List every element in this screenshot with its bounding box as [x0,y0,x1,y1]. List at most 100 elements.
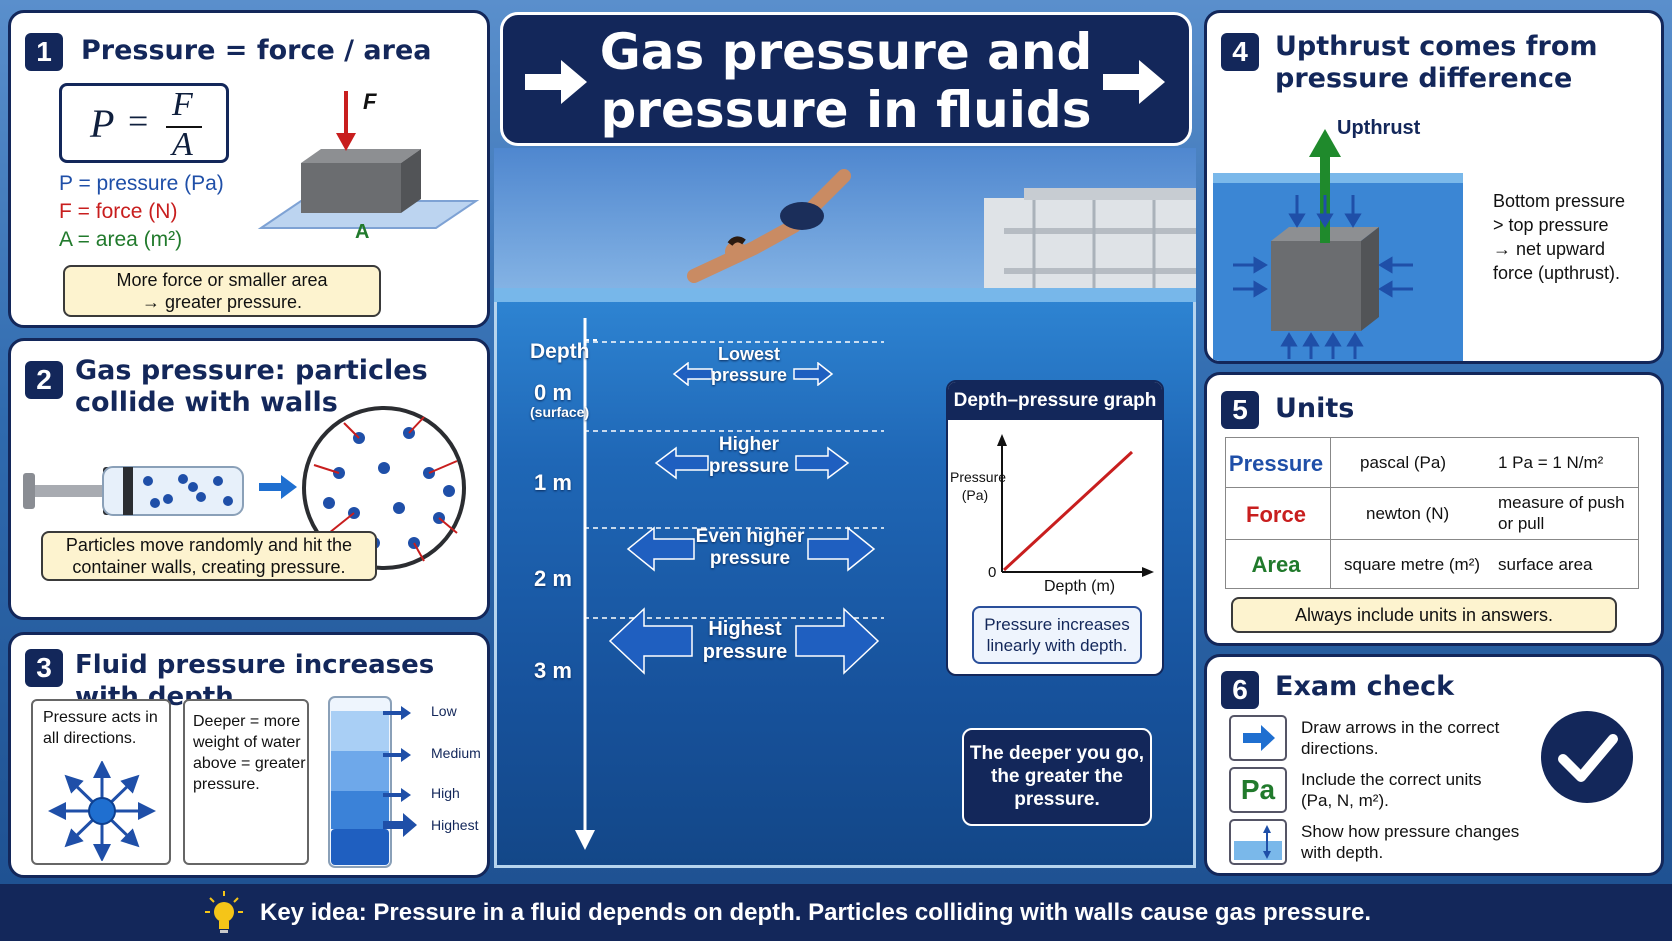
legend-area: A = area (m²) [59,228,183,251]
unit-description: 1 Pa = 1 N/m² [1498,453,1604,472]
depth-surface: (surface) [530,404,590,420]
pressure-label-highest: Highest pressure [690,618,800,664]
note-line2: container walls, creating pressure. [72,557,346,577]
x-axis-arrowhead [1142,567,1154,577]
pressure-line2: pressure [702,641,788,663]
title-line2: collide with walls [75,387,338,418]
note-line2: linearly with depth. [986,636,1128,655]
text-line: Bottom pressure [1493,191,1626,211]
box-text: Deeper = more weight of water above = gr… [193,711,306,795]
note-line2: → greater pressure. [141,292,303,312]
arrow-right-icon [259,475,297,499]
pressure-note: More force or smaller area → greater pre… [63,265,381,317]
panel-number: 3 [25,649,63,687]
title-line1: Gas pressure and [599,23,1093,81]
all-directions-arrows-icon [48,761,156,861]
depth-2m: 2 m [534,566,572,591]
pressure-arrow-right [807,526,876,572]
formula-box: P = F A [59,83,229,163]
box-line: pressure. [193,776,260,793]
text-line: → net upward [1493,239,1606,259]
units-note: Always include units in answers. [1231,597,1617,633]
depth-3m: 3 m [534,658,572,683]
panel-title: Upthrust comes from pressure difference [1275,31,1598,95]
pressure-line2: pressure [710,365,788,385]
item-line2: directions. [1301,739,1379,758]
water-surface [494,288,1196,302]
upthrust-label: Upthrust [1337,117,1421,139]
callout-line3: pressure. [1014,789,1100,810]
depth-0m: 0 m [534,380,572,405]
depth-title: Depth [530,340,590,363]
formula-p: P [90,101,115,146]
pressure-arrow-left [626,526,695,572]
desc-line1: measure of push [1498,493,1625,512]
title-line1: Upthrust comes from [1275,31,1598,62]
depth-change-icon [1229,819,1287,865]
key-idea-text: Key idea: Pressure in a fluid depends on… [260,899,1371,926]
block-on-surface-diagram [257,91,480,229]
pressure-label-higher: Higher pressure [694,434,804,478]
exam-item-text: Draw arrows in the correct directions. [1301,717,1521,759]
panel-gas-pressure: 2 Gas pressure: particles collide with w… [8,338,490,620]
pa-units-icon: Pa [1229,767,1287,813]
desc-line2: or pull [1498,514,1545,533]
deeper-callout: The deeper you go, the greater the press… [962,728,1152,826]
pressure-label-lowest: Lowest pressure [694,344,804,386]
item-line2: with depth. [1301,843,1384,862]
formula-denominator: A [172,126,193,163]
units-table: Pressure pascal (Pa) 1 Pa = 1 N/m² Force… [1225,437,1639,589]
graph-title: Depth–pressure graph [948,382,1162,420]
panel-fluid-depth: 3 Fluid pressure increases with depth Pr… [8,632,490,878]
formula-equals: = [128,101,149,141]
pool-scene: Depth 0 m (surface) 1 m 2 m 3 m Lowest p… [494,148,1196,868]
arrow-right-icon [1103,60,1165,104]
pressure-arrow-right [793,362,834,386]
box-text: Pressure acts in all directions. [43,707,158,749]
pressure-arrow-left [672,362,713,386]
fraction-bar [166,126,202,128]
ylabel-line1: Pressure [950,469,1007,485]
box-line: above = greater [193,755,306,772]
panel-title: Exam check [1275,671,1455,702]
graph-plot [997,434,1154,577]
panel-exam-check: 6 Exam check Draw arrows in the correct … [1204,654,1664,876]
title-line1: Gas pressure: particles [75,355,428,386]
level-high: High [431,785,460,801]
formula-numerator: F [172,86,193,123]
page-title: Gas pressure and pressure in fluids [593,23,1099,139]
particles-in-container-diagram [302,406,466,570]
pressure-line2: pressure [709,548,791,569]
y-axis-arrowhead [997,434,1007,446]
upthrust-explanation: Bottom pressure > top pressure → net upw… [1493,189,1625,285]
note-line1: More force or smaller area [116,270,328,290]
graph-origin: 0 [988,564,997,581]
pressure-line1: Even higher [695,526,805,547]
note-line1: Particles move randomly and hit the [65,535,353,555]
title-line2: pressure in fluids [600,81,1092,139]
arrow-right-icon [525,60,587,104]
unit-name: Area [1251,552,1301,577]
unit-symbol: newton (N) [1366,504,1450,523]
depth-pressure-graph-card: Depth–pressure graph Pressure (Pa) 0 Dep… [946,380,1164,676]
gas-note: Particles move randomly and hit the cont… [41,531,377,581]
box-line2: all directions. [43,730,137,747]
callout-line2: the greater the [991,766,1123,787]
arrow-right-icon [1229,715,1287,761]
panel-number: 5 [1221,391,1259,429]
graph-ylabel: Pressure (Pa) [950,468,1007,504]
depth-1m: 1 m [534,470,572,495]
unit-description: measure of push or pull [1498,492,1625,534]
pressure-line2: pressure [708,456,790,477]
level-arrows [383,706,417,837]
item-line2: (Pa, N, m²). [1301,791,1389,810]
unit-name: Force [1246,502,1306,527]
checkmark-icon [1541,711,1633,803]
panel-title: Units [1275,393,1355,424]
upthrust-diagram [1213,129,1463,361]
syringe-icon [23,466,244,516]
pressure-arrow-right [795,607,880,675]
panel-units: 5 Units Pressure pascal (Pa) 1 Pa = 1 N/… [1204,372,1664,646]
text-line: force (upthrust). [1493,263,1621,283]
depth-weight-box: Deeper = more weight of water above = gr… [183,699,309,865]
